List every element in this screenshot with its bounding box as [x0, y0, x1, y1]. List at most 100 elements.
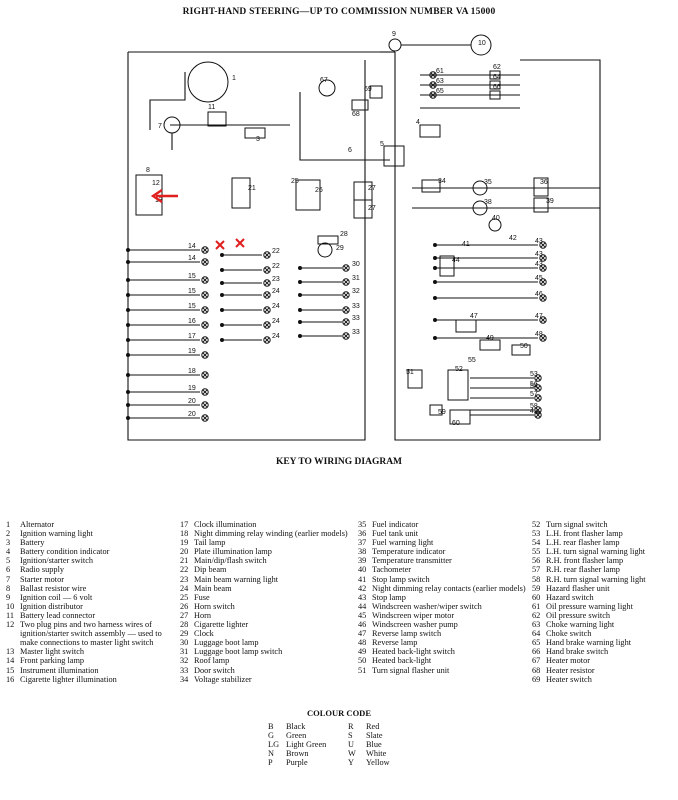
key-item-number: 33 — [180, 665, 189, 675]
component-number: 23 — [272, 276, 280, 283]
lamp-icon — [342, 332, 350, 340]
key-item-label: Battery condition indicator — [20, 547, 110, 557]
component-number: 62 — [493, 64, 501, 71]
key-item: 15 Instrument illumination — [6, 666, 166, 675]
component-number: 7 — [158, 123, 162, 130]
key-item-number: 15 — [6, 665, 15, 675]
component-number: 54 — [530, 383, 538, 390]
lamp-cross — [343, 333, 349, 339]
component-number: 6 — [348, 147, 352, 154]
key-item-number: 20 — [180, 547, 189, 557]
colour-code-letter: Y — [348, 758, 354, 768]
component-number: 53 — [530, 371, 538, 378]
lamp-cross — [535, 385, 541, 391]
lamp-cross — [264, 322, 270, 328]
key-item-label: Ignition distributor — [20, 601, 83, 611]
key-item-label: Starter motor — [20, 574, 65, 584]
component-number: 43 — [535, 261, 543, 268]
key-item-label: Fuel tank unit — [372, 529, 419, 539]
key-item-number: 48 — [358, 638, 367, 648]
lamp-icon — [342, 291, 350, 299]
colour-code-name: Green — [286, 731, 307, 741]
key-item-label: Tachometer — [372, 565, 412, 575]
red-cross — [215, 240, 225, 250]
terminal-dot — [220, 323, 224, 327]
component-box — [207, 111, 227, 127]
key-item-number: 38 — [358, 547, 367, 557]
colour-code-name: Blue — [366, 740, 382, 750]
key-item-label: Instrument illumination — [20, 665, 99, 675]
lamp-icon — [201, 401, 209, 409]
temperature-indicator-icon — [472, 200, 488, 216]
key-item-label: Choke warning light — [546, 620, 615, 630]
component-number: 40 — [492, 215, 500, 222]
lamp-cross — [540, 265, 546, 271]
component-number: 20 — [188, 411, 196, 418]
key-item-number: 1 — [6, 520, 11, 529]
key-item-label: Night dimming relay winding (earlier mod… — [194, 529, 348, 539]
key-item-number: 2 — [6, 529, 11, 539]
lamp-icon — [534, 394, 542, 402]
heater-motor-icon — [318, 79, 336, 97]
component-number: 27 — [368, 185, 376, 192]
key-item-label: Battery lead connector — [20, 610, 96, 620]
starter-motor-icon — [163, 116, 181, 134]
lamp-cross — [202, 389, 208, 395]
component-number: 21 — [248, 185, 256, 192]
lamp-icon — [342, 306, 350, 314]
lamp-icon — [539, 294, 547, 302]
lamp-cross — [264, 267, 270, 273]
key-item-number: 10 — [6, 601, 15, 611]
key-item-label: Heater resistor — [546, 665, 595, 675]
lamp-icon — [539, 254, 547, 262]
key-item-number: 36 — [358, 529, 367, 539]
lamp-cross — [343, 319, 349, 325]
component-number: 60 — [452, 420, 460, 427]
terminal-dot — [298, 308, 302, 312]
component-number: 63 — [436, 78, 444, 85]
key-item-label: Turn signal switch — [546, 520, 608, 529]
key-item-label: Clock — [194, 629, 214, 639]
key-item-label: Luggage boot lamp — [194, 638, 259, 648]
component-number: 35 — [484, 179, 492, 186]
lamp-cross — [202, 372, 208, 378]
key-item-label: Horn switch — [194, 601, 235, 611]
key-item-label: Hazard switch — [546, 592, 594, 602]
key-item-number: 34 — [180, 674, 189, 684]
colour-code-name: Yellow — [366, 758, 390, 768]
component-box — [533, 197, 549, 213]
key-item-label: Luggage boot lamp switch — [194, 647, 283, 657]
component-number: 51 — [406, 369, 414, 376]
component-number: 33 — [352, 303, 360, 310]
lamp-cross — [540, 255, 546, 261]
diagram-title: RIGHT-HAND STEERING—UP TO COMMISSION NUM… — [182, 7, 496, 17]
lamp-cross — [264, 252, 270, 258]
lamp-cross — [540, 242, 546, 248]
key-item-label: L.H. turn signal warning light — [546, 547, 646, 557]
component-box — [489, 70, 501, 80]
terminal-dot — [126, 403, 130, 407]
lamp-cross — [264, 307, 270, 313]
key-item-number: 67 — [532, 656, 541, 666]
key-item-number: 42 — [358, 583, 367, 593]
key-item-number: 3 — [6, 538, 11, 548]
component-box — [317, 235, 339, 245]
